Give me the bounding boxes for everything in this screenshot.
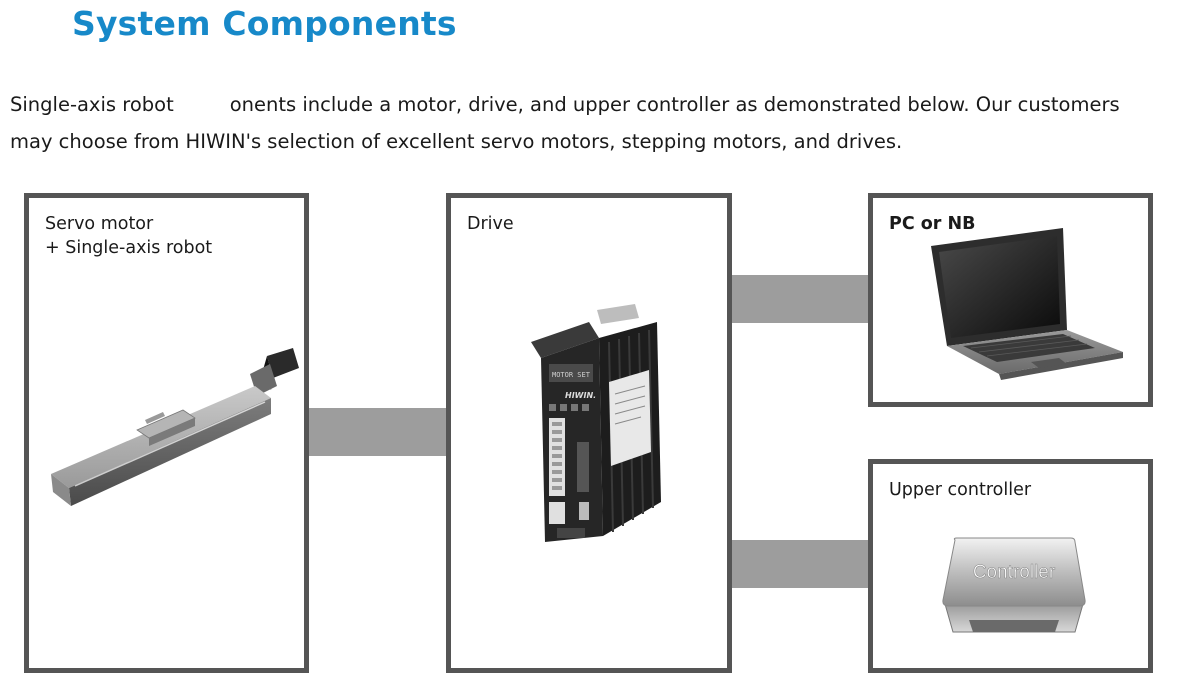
servo-drive-image: MOTOR SET HIWIN.: [527, 302, 667, 547]
page-title: System Components: [72, 4, 457, 43]
redaction-gap: [173, 95, 230, 116]
robot-label-line-2: + Single-axis robot: [45, 238, 213, 258]
drive-brand-text: HIWIN.: [565, 391, 596, 400]
intro-paragraph: Single-axis robot onents include a motor,…: [10, 86, 1175, 160]
robot-box-label: Servo motor + Single-axis robot: [45, 212, 212, 260]
intro-text-part1: Single-axis robot: [10, 93, 174, 116]
linear-actuator-image: [45, 346, 300, 516]
intro-line-2: may choose from HIWIN's selection of exc…: [10, 130, 903, 153]
robot-label-line-1: Servo motor: [45, 214, 154, 234]
controller-device-text: Controller: [973, 562, 1056, 583]
intro-text-part2: onents include a motor, drive, and upper…: [229, 93, 1120, 116]
drive-box: Drive: [446, 193, 732, 673]
controller-box-label: Upper controller: [889, 480, 1032, 500]
controller-image: Controller: [939, 534, 1089, 638]
drive-display-text: MOTOR SET: [552, 371, 591, 379]
pc-box: PC or NB: [868, 193, 1153, 407]
intro-line-1: Single-axis robot onents include a motor,…: [10, 86, 1175, 123]
drive-controller-connector: [730, 540, 870, 588]
drive-pc-connector: [730, 275, 870, 323]
laptop-image: [927, 224, 1127, 384]
drive-box-label: Drive: [467, 214, 514, 234]
controller-box: Upper controller Controller: [868, 459, 1153, 673]
robot-box: Servo motor + Single-axis robot: [24, 193, 309, 673]
pc-box-label: PC or NB: [889, 214, 976, 234]
robot-drive-connector: [308, 408, 448, 456]
